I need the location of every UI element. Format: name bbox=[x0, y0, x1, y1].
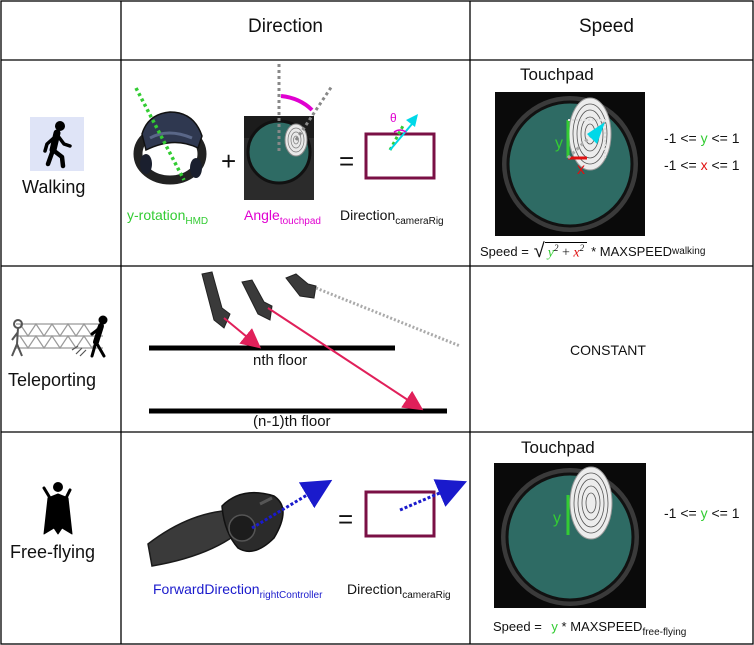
free-flying-person-icon bbox=[42, 482, 73, 535]
touchpad-walking-image: y x bbox=[495, 92, 645, 236]
teleport-trajectory-diagram bbox=[149, 271, 461, 414]
forward-direction-label: ForwardDirectionrightController bbox=[153, 581, 323, 601]
hmd-label: y-rotationHMD bbox=[127, 207, 209, 227]
angle-touchpad-label: Angletouchpad bbox=[244, 207, 321, 227]
touchpad-flying-image: y bbox=[494, 463, 646, 608]
free-flying-mode-label: Free-flying bbox=[10, 542, 96, 562]
y-rotation-dotted-line bbox=[134, 87, 186, 181]
flying-dir-label: DirectioncameraRig bbox=[347, 581, 451, 601]
n1th-floor-label: (n-1)th floor bbox=[253, 413, 331, 430]
right-controller-image bbox=[147, 479, 333, 567]
y-constraint-flying: -1 <= y <= 1 bbox=[664, 505, 740, 521]
touchpad-angle-image bbox=[244, 64, 334, 200]
flying-speed-formula: Speed = y * MAXSPEEDfree-flying bbox=[493, 619, 687, 638]
walking-dir-label: DirectioncameraRig bbox=[340, 207, 444, 227]
touchpad-title-flying: Touchpad bbox=[521, 438, 595, 457]
flying-direction-box bbox=[364, 479, 468, 538]
teleport-speed-constant: CONSTANT bbox=[570, 342, 646, 358]
teleporting-person-icon bbox=[11, 315, 108, 358]
touchpad-title-walking: Touchpad bbox=[520, 65, 594, 84]
theta-label: θ bbox=[390, 111, 397, 125]
speed-header: Speed bbox=[579, 16, 634, 37]
direction-header: Direction bbox=[248, 16, 323, 37]
flying-equals-sign: = bbox=[338, 504, 354, 534]
walking-person-icon bbox=[30, 117, 84, 171]
plus-sign: + bbox=[221, 146, 237, 176]
hmd-headset-image bbox=[133, 87, 207, 185]
x-constraint-walking: -1 <= x <= 1 bbox=[664, 157, 740, 173]
equals-sign: = bbox=[339, 146, 355, 176]
touchpad-x-axis-label: x bbox=[577, 161, 585, 178]
y-constraint-walking: -1 <= y <= 1 bbox=[664, 130, 740, 146]
nth-floor-label: nth floor bbox=[253, 352, 308, 369]
teleporting-mode-label: Teleporting bbox=[8, 370, 97, 390]
walking-mode-label: Walking bbox=[22, 177, 86, 197]
flying-y-axis-label: y bbox=[553, 510, 561, 527]
touchpad-y-axis-label: y bbox=[555, 135, 563, 152]
direction-camerarig-box: θ bbox=[364, 111, 436, 180]
